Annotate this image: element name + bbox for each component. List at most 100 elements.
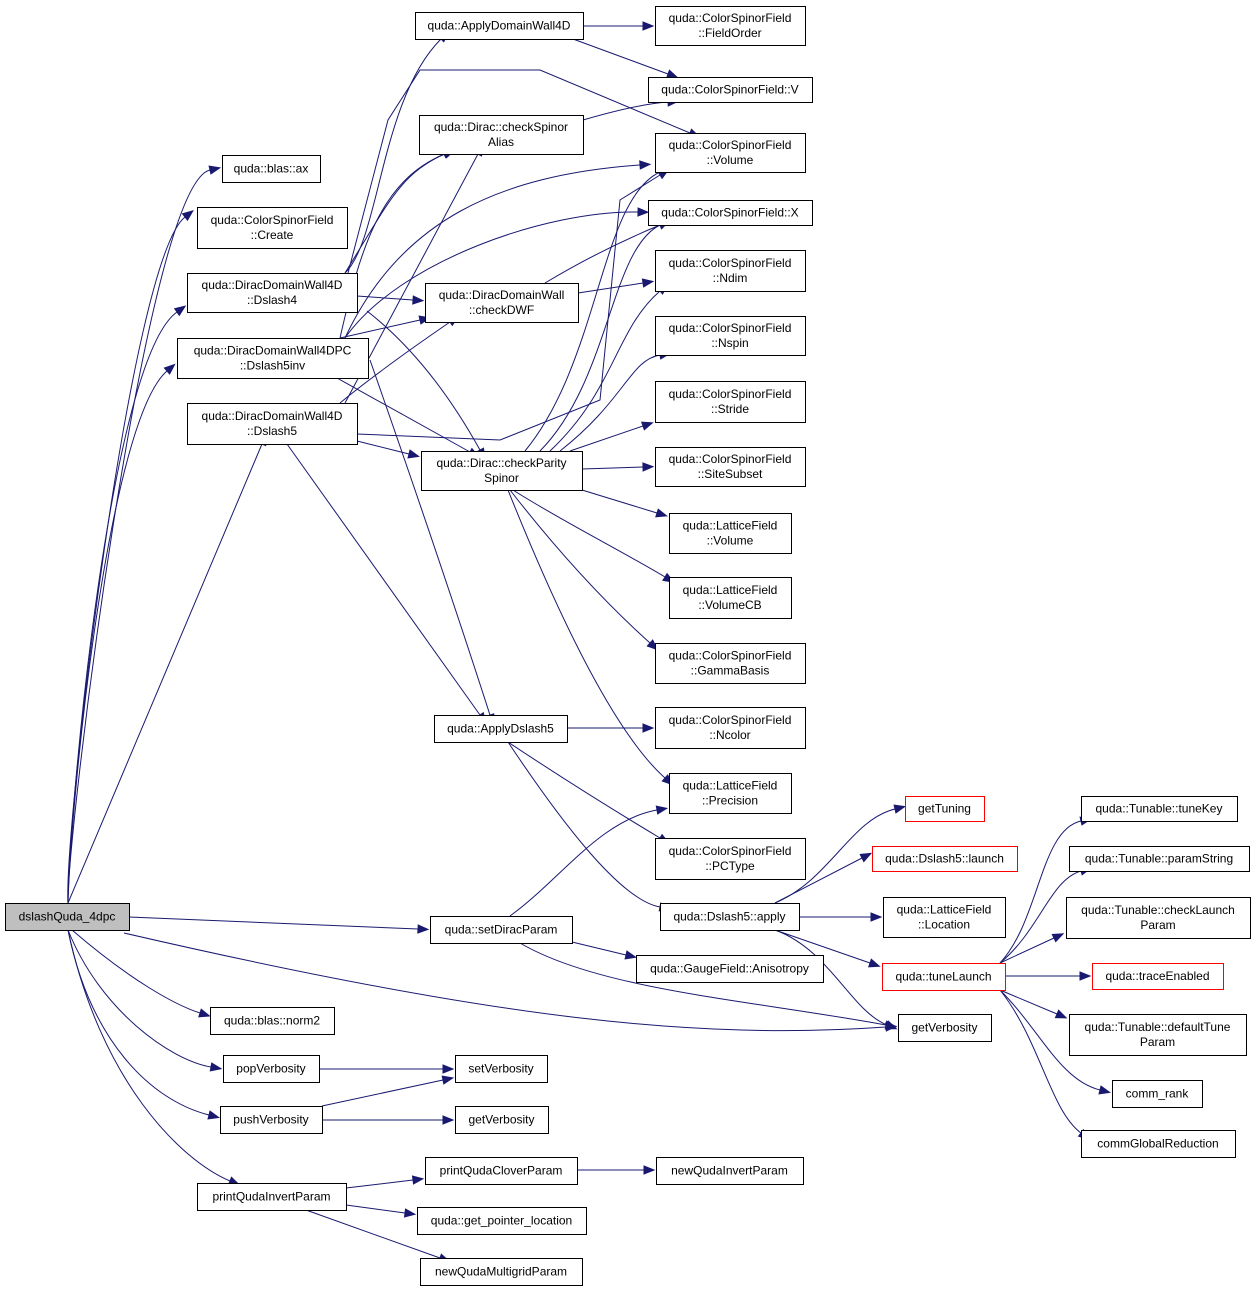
node-label: quda::LatticeField (683, 583, 778, 597)
node-label: newQudaInvertParam (671, 1164, 788, 1178)
node-blasNorm2[interactable]: quda::blas::norm2 (210, 1007, 335, 1035)
edge-checkParitySpinor-to-csfStride (569, 421, 654, 452)
node-label: quda::Tunable::checkLaunch (1081, 903, 1235, 917)
edge-dslash5Apply-to-dslash5Launch (774, 852, 873, 904)
node-label: quda::Dirac::checkParity (436, 456, 566, 470)
node-label: setVerbosity (468, 1062, 533, 1076)
node-checkDWF[interactable]: quda::DiracDomainWall::checkDWF (425, 283, 579, 323)
node-dslash5Launch[interactable]: quda::Dslash5::launch (872, 846, 1018, 872)
node-setDiracParam[interactable]: quda::setDiracParam (430, 916, 573, 944)
node-label: commGlobalReduction (1097, 1137, 1218, 1151)
node-getTuning[interactable]: getTuning (905, 796, 985, 822)
node-applyDslash5[interactable]: quda::ApplyDslash5 (434, 715, 568, 743)
node-csfVolume[interactable]: quda::ColorSpinorField::Volume (655, 133, 806, 173)
node-csfNdim[interactable]: quda::ColorSpinorField::Ndim (655, 250, 806, 292)
node-gfAnisotropy[interactable]: quda::GaugeField::Anisotropy (636, 955, 824, 983)
node-getPointerLocation[interactable]: quda::get_pointer_location (417, 1207, 587, 1235)
node-commRank[interactable]: comm_rank (1112, 1080, 1203, 1108)
edge-pushVerbosity-to-getVerbosity2 (322, 1115, 455, 1125)
edge-dwDslash5-to-checkParitySpinor (356, 440, 420, 459)
node-csfGammaBasis[interactable]: quda::ColorSpinorField::GammaBasis (655, 643, 806, 684)
node-label: Param (1140, 918, 1175, 932)
node-printQudaInvertParam[interactable]: printQudaInvertParam (197, 1183, 347, 1211)
node-label: quda::ColorSpinorField (669, 321, 792, 335)
node-commGlobalReduction[interactable]: commGlobalReduction (1081, 1130, 1236, 1158)
node-root[interactable]: dslashQuda_4dpc (5, 903, 130, 931)
node-dwpcDslash5inv[interactable]: quda::DiracDomainWall4DPC::Dslash5inv (177, 338, 369, 379)
node-label: getTuning (918, 802, 971, 816)
edge-tuneLaunch-to-tunableCheckLaunchParam (999, 933, 1065, 964)
node-label: quda::ColorSpinorField (669, 452, 792, 466)
node-lfPrecision[interactable]: quda::LatticeField::Precision (669, 773, 792, 814)
node-label: dslashQuda_4dpc (19, 910, 116, 924)
node-setVerbosity[interactable]: setVerbosity (455, 1055, 548, 1083)
node-label: ::Dslash5 (247, 424, 297, 438)
node-label: quda::blas::ax (234, 162, 309, 176)
node-label: quda::DiracDomainWall4D (202, 278, 343, 292)
node-newQudaInvertParam[interactable]: newQudaInvertParam (656, 1157, 804, 1185)
node-csfX[interactable]: quda::ColorSpinorField::X (648, 200, 813, 226)
node-csfNspin[interactable]: quda::ColorSpinorField::Nspin (655, 316, 806, 356)
node-label: quda::Dslash5::launch (885, 852, 1004, 866)
node-lfVolume[interactable]: quda::LatticeField::Volume (669, 513, 792, 554)
edge-applyDslash5-to-dslash5Apply (507, 741, 672, 912)
node-csfFieldOrder[interactable]: quda::ColorSpinorField::FieldOrder (655, 6, 806, 46)
node-label: quda::Dslash5::apply (673, 910, 785, 924)
node-csfCreate[interactable]: quda::ColorSpinorField::Create (197, 207, 348, 249)
node-newQudaMultigridParam[interactable]: newQudaMultigridParam (420, 1258, 583, 1286)
node-csfV[interactable]: quda::ColorSpinorField::V (648, 77, 813, 103)
node-tunableTuneKey[interactable]: quda::Tunable::tuneKey (1081, 796, 1238, 822)
node-traceEnabled[interactable]: quda::traceEnabled (1092, 963, 1224, 990)
node-getVerbosity1[interactable]: getVerbosity (898, 1014, 992, 1042)
node-label: quda::get_pointer_location (431, 1214, 572, 1228)
edge-setDiracParam-to-gfAnisotropy (571, 941, 638, 960)
node-printQudaCloverParam[interactable]: printQudaCloverParam (425, 1157, 578, 1185)
node-csfStride[interactable]: quda::ColorSpinorField::Stride (655, 381, 806, 423)
node-label: Alias (488, 135, 514, 149)
node-applyDomainWall4D[interactable]: quda::ApplyDomainWall4D (415, 12, 584, 40)
node-label: quda::ColorSpinorField (669, 11, 792, 25)
node-label: quda::ColorSpinorField (211, 213, 334, 227)
node-dwDslash4[interactable]: quda::DiracDomainWall4D::Dslash4 (187, 273, 358, 313)
node-dwDslash5[interactable]: quda::DiracDomainWall4D::Dslash5 (187, 403, 358, 445)
node-label: comm_rank (1126, 1087, 1190, 1101)
node-popVerbosity[interactable]: popVerbosity (223, 1055, 320, 1083)
node-getVerbosity2[interactable]: getVerbosity (455, 1106, 549, 1134)
edge-tuneLaunch-to-traceEnabled (1005, 971, 1092, 981)
edge-checkParitySpinor-to-csfSiteSubset (581, 462, 655, 472)
node-tunableParamString[interactable]: quda::Tunable::paramString (1069, 846, 1250, 872)
edge-root-to-popVerbosity (67, 929, 223, 1072)
node-pushVerbosity[interactable]: pushVerbosity (220, 1106, 323, 1134)
node-csfSiteSubset[interactable]: quda::ColorSpinorField::SiteSubset (655, 447, 806, 487)
edge-tuneLaunch-to-commGlobalReduction (999, 989, 1091, 1140)
node-tuneLaunch[interactable]: quda::tuneLaunch (882, 963, 1006, 991)
node-label: quda::Tunable::paramString (1085, 852, 1233, 866)
node-csfNcolor[interactable]: quda::ColorSpinorField::Ncolor (655, 707, 806, 749)
edge-root-to-dwDslash4 (67, 305, 187, 904)
node-dslash5Apply[interactable]: quda::Dslash5::apply (660, 903, 800, 931)
node-label: popVerbosity (236, 1062, 305, 1076)
node-label: quda::LatticeField (683, 519, 778, 533)
edge-root-to-printQudaInvertParam (67, 929, 241, 1186)
node-label: newQudaMultigridParam (435, 1265, 567, 1279)
edge-dwpcDslash5inv-to-csfVolume (344, 160, 652, 339)
node-label: quda::Dirac::checkSpinor (434, 120, 568, 134)
edge-root-to-setDiracParam (128, 916, 430, 934)
node-blasAx[interactable]: quda::blas::ax (222, 155, 321, 183)
node-label: quda::DiracDomainWall4D (202, 409, 343, 423)
node-csfPCType[interactable]: quda::ColorSpinorField::PCType (655, 838, 806, 880)
node-lfLocation[interactable]: quda::LatticeField::Location (883, 897, 1006, 938)
node-lfVolumeCB[interactable]: quda::LatticeField::VolumeCB (669, 577, 792, 619)
edge-dwDslash4-to-checkSpinorAlias (344, 149, 455, 274)
node-label: printQudaInvertParam (212, 1190, 330, 1204)
node-label: ::Volume (707, 153, 754, 167)
node-label: quda::Tunable::defaultTune (1085, 1020, 1231, 1034)
node-label: ::PCType (705, 859, 755, 873)
edge-dwDslash4-to-checkDWF (356, 295, 425, 305)
node-label: printQudaCloverParam (440, 1164, 563, 1178)
